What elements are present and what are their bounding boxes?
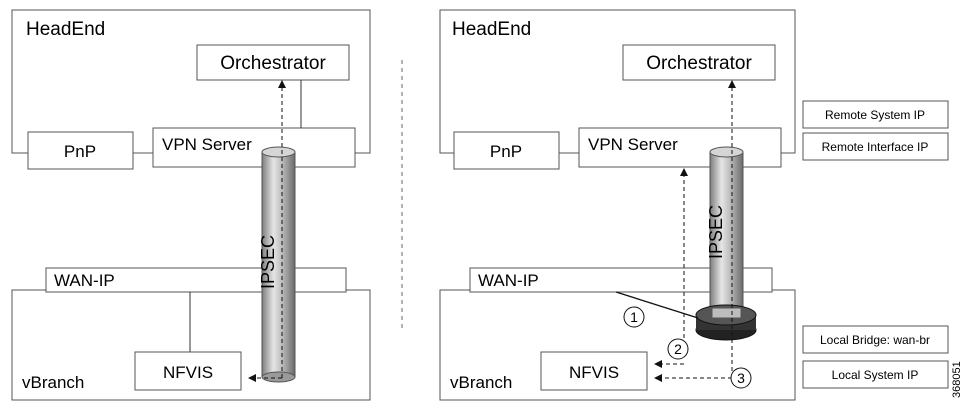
left-headend-label: HeadEnd [26,19,105,40]
left-pnp-box [27,131,134,170]
legend-local-system-ip-box [802,360,949,389]
wan-bridge-icon [695,304,757,341]
left-orchestrator-box [196,44,350,81]
left-vpn-server-box [152,127,356,168]
svg-text:1: 1 [630,309,638,325]
legend-remote-system-ip-box [802,100,949,129]
figure-id: 368051 [951,361,963,398]
legend-remote-interface-ip-box [802,132,949,161]
right-vpn-server-box [578,127,782,168]
right-orchestrator-label: Orchestrator [646,53,752,74]
legend-local-bridge-box [802,325,949,354]
left-panel: HeadEnd Orchestrator PnP VPN Server vBra… [11,9,371,401]
right-wan-ip-label: WAN-IP [478,271,539,290]
left-vbranch-label: vBranch [22,373,84,392]
right-pnp-label: PnP [490,142,522,161]
svg-text:2: 2 [674,341,682,357]
right-ipsec-label: IPSEC [706,205,726,259]
left-ipsec-tunnel [261,146,296,383]
legend: Remote System IP Remote Interface IP Loc… [802,100,949,389]
left-wan-ip-label: WAN-IP [54,271,115,290]
right-panel: HeadEnd Orchestrator PnP VPN Server vBra… [439,9,796,401]
legend-remote-interface-ip: Remote Interface IP [822,140,929,154]
legend-remote-system-ip: Remote System IP [825,108,925,122]
left-nfvis-label: NFVIS [163,363,213,382]
right-pnp-box [453,131,560,170]
left-nfvis-box [134,351,242,391]
right-nfvis-box [540,351,648,391]
right-vpn-server-label: VPN Server [588,135,678,154]
right-nfvis-label: NFVIS [569,363,619,382]
left-wan-ip-box [45,267,347,293]
step-marker-2: 2 [667,338,689,360]
legend-local-system-ip: Local System IP [832,368,919,382]
left-vpn-server-label: VPN Server [162,135,252,154]
step-marker-3: 3 [730,367,752,389]
legend-local-bridge: Local Bridge: wan-br [820,333,930,347]
left-orchestrator-label: Orchestrator [220,53,326,74]
right-vbranch-label: vBranch [450,373,512,392]
right-ipsec-tunnel [709,146,744,325]
svg-text:3: 3 [737,370,745,386]
right-orchestrator-box [622,44,776,81]
left-pnp-label: PnP [64,142,96,161]
step-marker-1: 1 [623,306,645,328]
left-ipsec-label: IPSEC [258,235,278,289]
right-headend-label: HeadEnd [452,19,531,40]
